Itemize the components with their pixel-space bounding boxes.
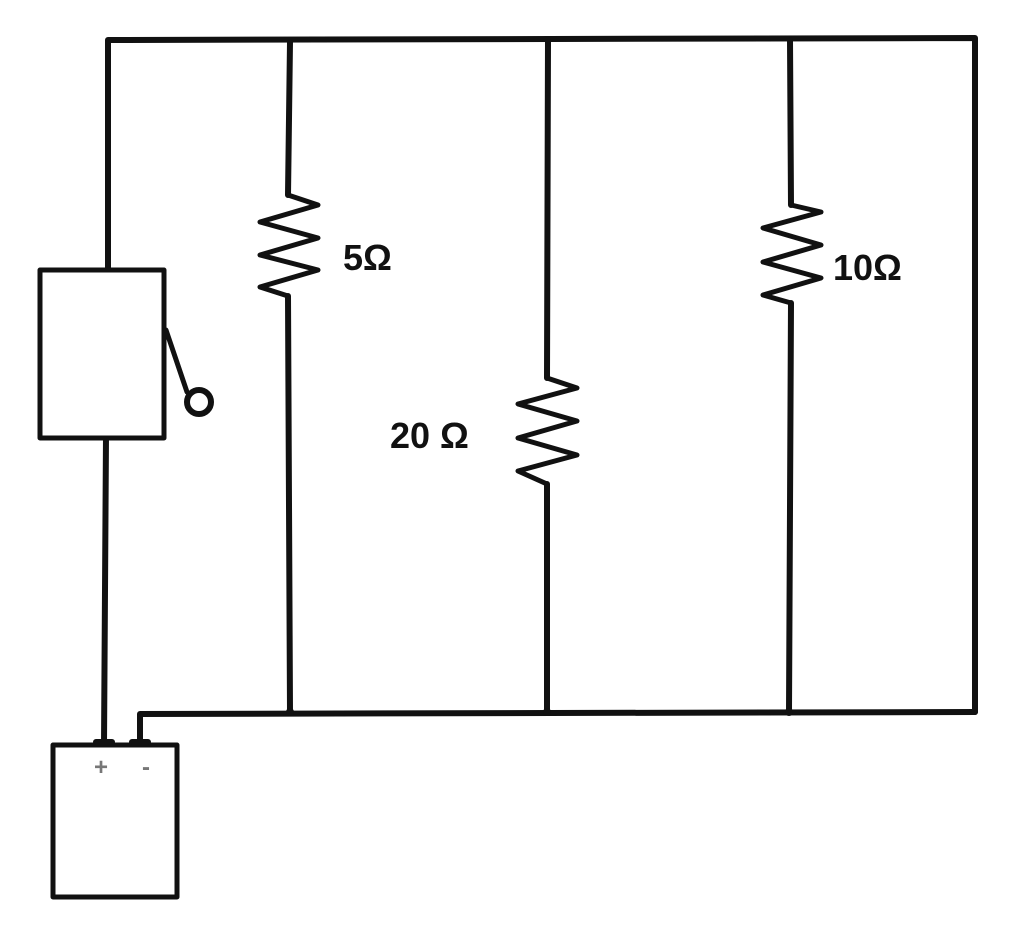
resistor-label-10-ohm: 10Ω (833, 247, 902, 288)
knife-switch-icon (37, 267, 214, 441)
branch-1-upper-wire (285, 39, 293, 198)
switch-knob (184, 387, 214, 417)
battery-body (50, 742, 180, 900)
branch-10-ohm: 10Ω (760, 37, 902, 715)
branch-2-upper-wire (544, 37, 551, 381)
battery-negative-label: - (142, 754, 150, 781)
junction-dot (286, 708, 294, 716)
switch-to-battery-wire (101, 433, 109, 748)
battery-positive-label: + (94, 754, 108, 781)
resistor-label-20-ohm: 20 Ω (390, 415, 469, 456)
branch-1-lower-wire (285, 293, 293, 715)
resistor-5-ohm-icon (257, 192, 321, 299)
junctions (286, 708, 793, 716)
bottom-wire (137, 709, 978, 748)
resistor-20-ohm-icon (515, 375, 580, 487)
battery-icon: + - (50, 739, 180, 900)
branch-20-ohm: 20 Ω (390, 37, 580, 715)
junction-dot (785, 708, 793, 716)
branch-5-ohm: 5Ω (257, 39, 392, 715)
branch-3-lower-wire (786, 300, 794, 715)
switch-body (37, 267, 167, 441)
resistor-10-ohm-icon (760, 202, 824, 306)
branch-3-upper-wire (787, 37, 794, 208)
switch-lever (163, 327, 190, 395)
junction-dot (543, 708, 551, 716)
resistor-label-5-ohm: 5Ω (343, 237, 392, 278)
top-wire (105, 35, 978, 715)
